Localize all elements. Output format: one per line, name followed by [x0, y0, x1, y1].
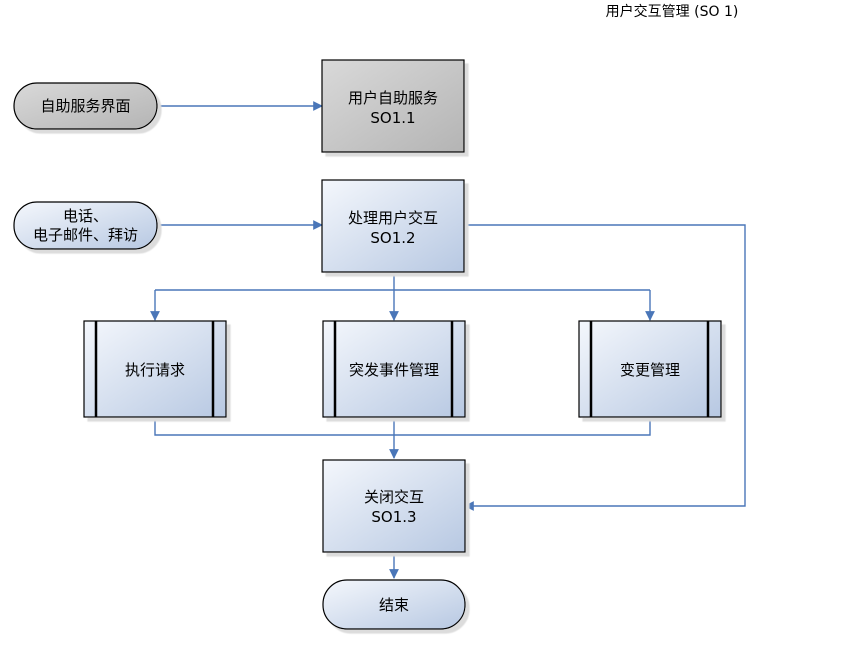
so1-2-process: 处理用户交互 SO1.2 [321, 179, 465, 273]
contact-channels-line2: 电子邮件、拜访 [33, 226, 138, 244]
edge-so1-2-bypass-to-so1-3 [464, 224, 746, 511]
self-service-ui-terminator: 自助服务界面 [13, 82, 158, 130]
self-service-ui-label: 自助服务界面 [40, 97, 130, 115]
end-terminator: 结束 [322, 579, 466, 630]
contact-channels-terminator: 电话、 电子邮件、拜访 [13, 201, 158, 250]
change-mgmt-label: 变更管理 [620, 361, 680, 379]
incident-mgmt-subprocess: 突发事件管理 [322, 320, 466, 418]
so1-2-label: 处理用户交互 [348, 209, 438, 227]
diagram-title: 用户交互管理 (SO 1) [606, 3, 739, 20]
so1-3-id: SO1.3 [371, 508, 416, 526]
edges [150, 101, 746, 579]
so1-1-id: SO1.1 [370, 109, 415, 127]
so1-3-label: 关闭交互 [364, 488, 424, 506]
so1-2-id: SO1.2 [370, 229, 415, 247]
end-label: 结束 [379, 596, 409, 614]
so1-1-label: 用户自助服务 [348, 89, 438, 107]
change-mgmt-subprocess: 变更管理 [578, 320, 722, 418]
contact-channels-line1: 电话、 [63, 207, 108, 225]
so1-1-process: 用户自助服务 SO1.1 [321, 59, 465, 153]
edge-merge-horizontal [154, 418, 651, 436]
so1-3-process: 关闭交互 SO1.3 [322, 459, 466, 553]
exec-request-label: 执行请求 [125, 361, 185, 379]
incident-mgmt-label: 突发事件管理 [349, 361, 439, 379]
exec-request-subprocess: 执行请求 [83, 320, 227, 418]
